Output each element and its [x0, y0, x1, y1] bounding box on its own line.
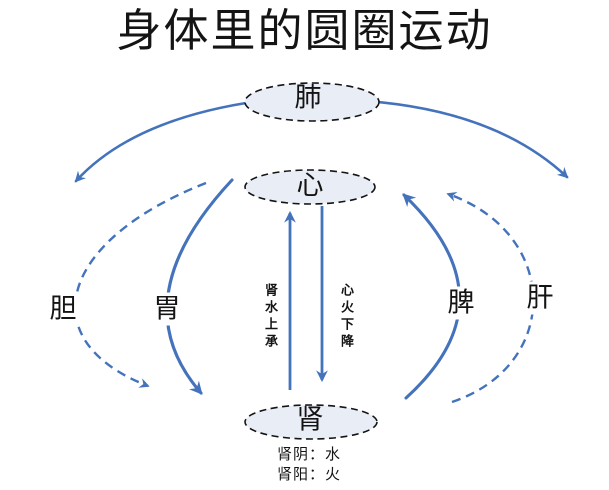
lung-ellipse — [244, 82, 380, 122]
spleen-label: 脾 — [445, 286, 477, 320]
lung-to-right-arrow — [376, 100, 569, 179]
gallbladder-label: 胆 — [47, 292, 79, 326]
kidney-water-up-label: 肾水上承 — [262, 283, 277, 351]
heart-ellipse — [244, 169, 376, 205]
page-title: 身体里的圆圈运动 — [116, 4, 493, 57]
lung-node-label: 肺 — [294, 82, 322, 114]
liver-label: 肝 — [524, 281, 556, 315]
stomach-label: 胃 — [151, 292, 183, 326]
lung-to-left-arrow — [74, 101, 248, 183]
kidney-yang-note: 肾阳：火 — [277, 465, 342, 483]
kidney-node-label: 肾 — [296, 404, 324, 436]
heart-fire-down-label: 心火下降 — [338, 283, 353, 351]
kidney-yin-note: 肾阴：水 — [277, 445, 342, 463]
stomach-descend-arrow — [165, 178, 234, 395]
gallbladder-descend-dashed-arrow — [74, 181, 207, 388]
heart-node-label: 心 — [296, 170, 324, 202]
kidney-ellipse — [244, 404, 378, 440]
